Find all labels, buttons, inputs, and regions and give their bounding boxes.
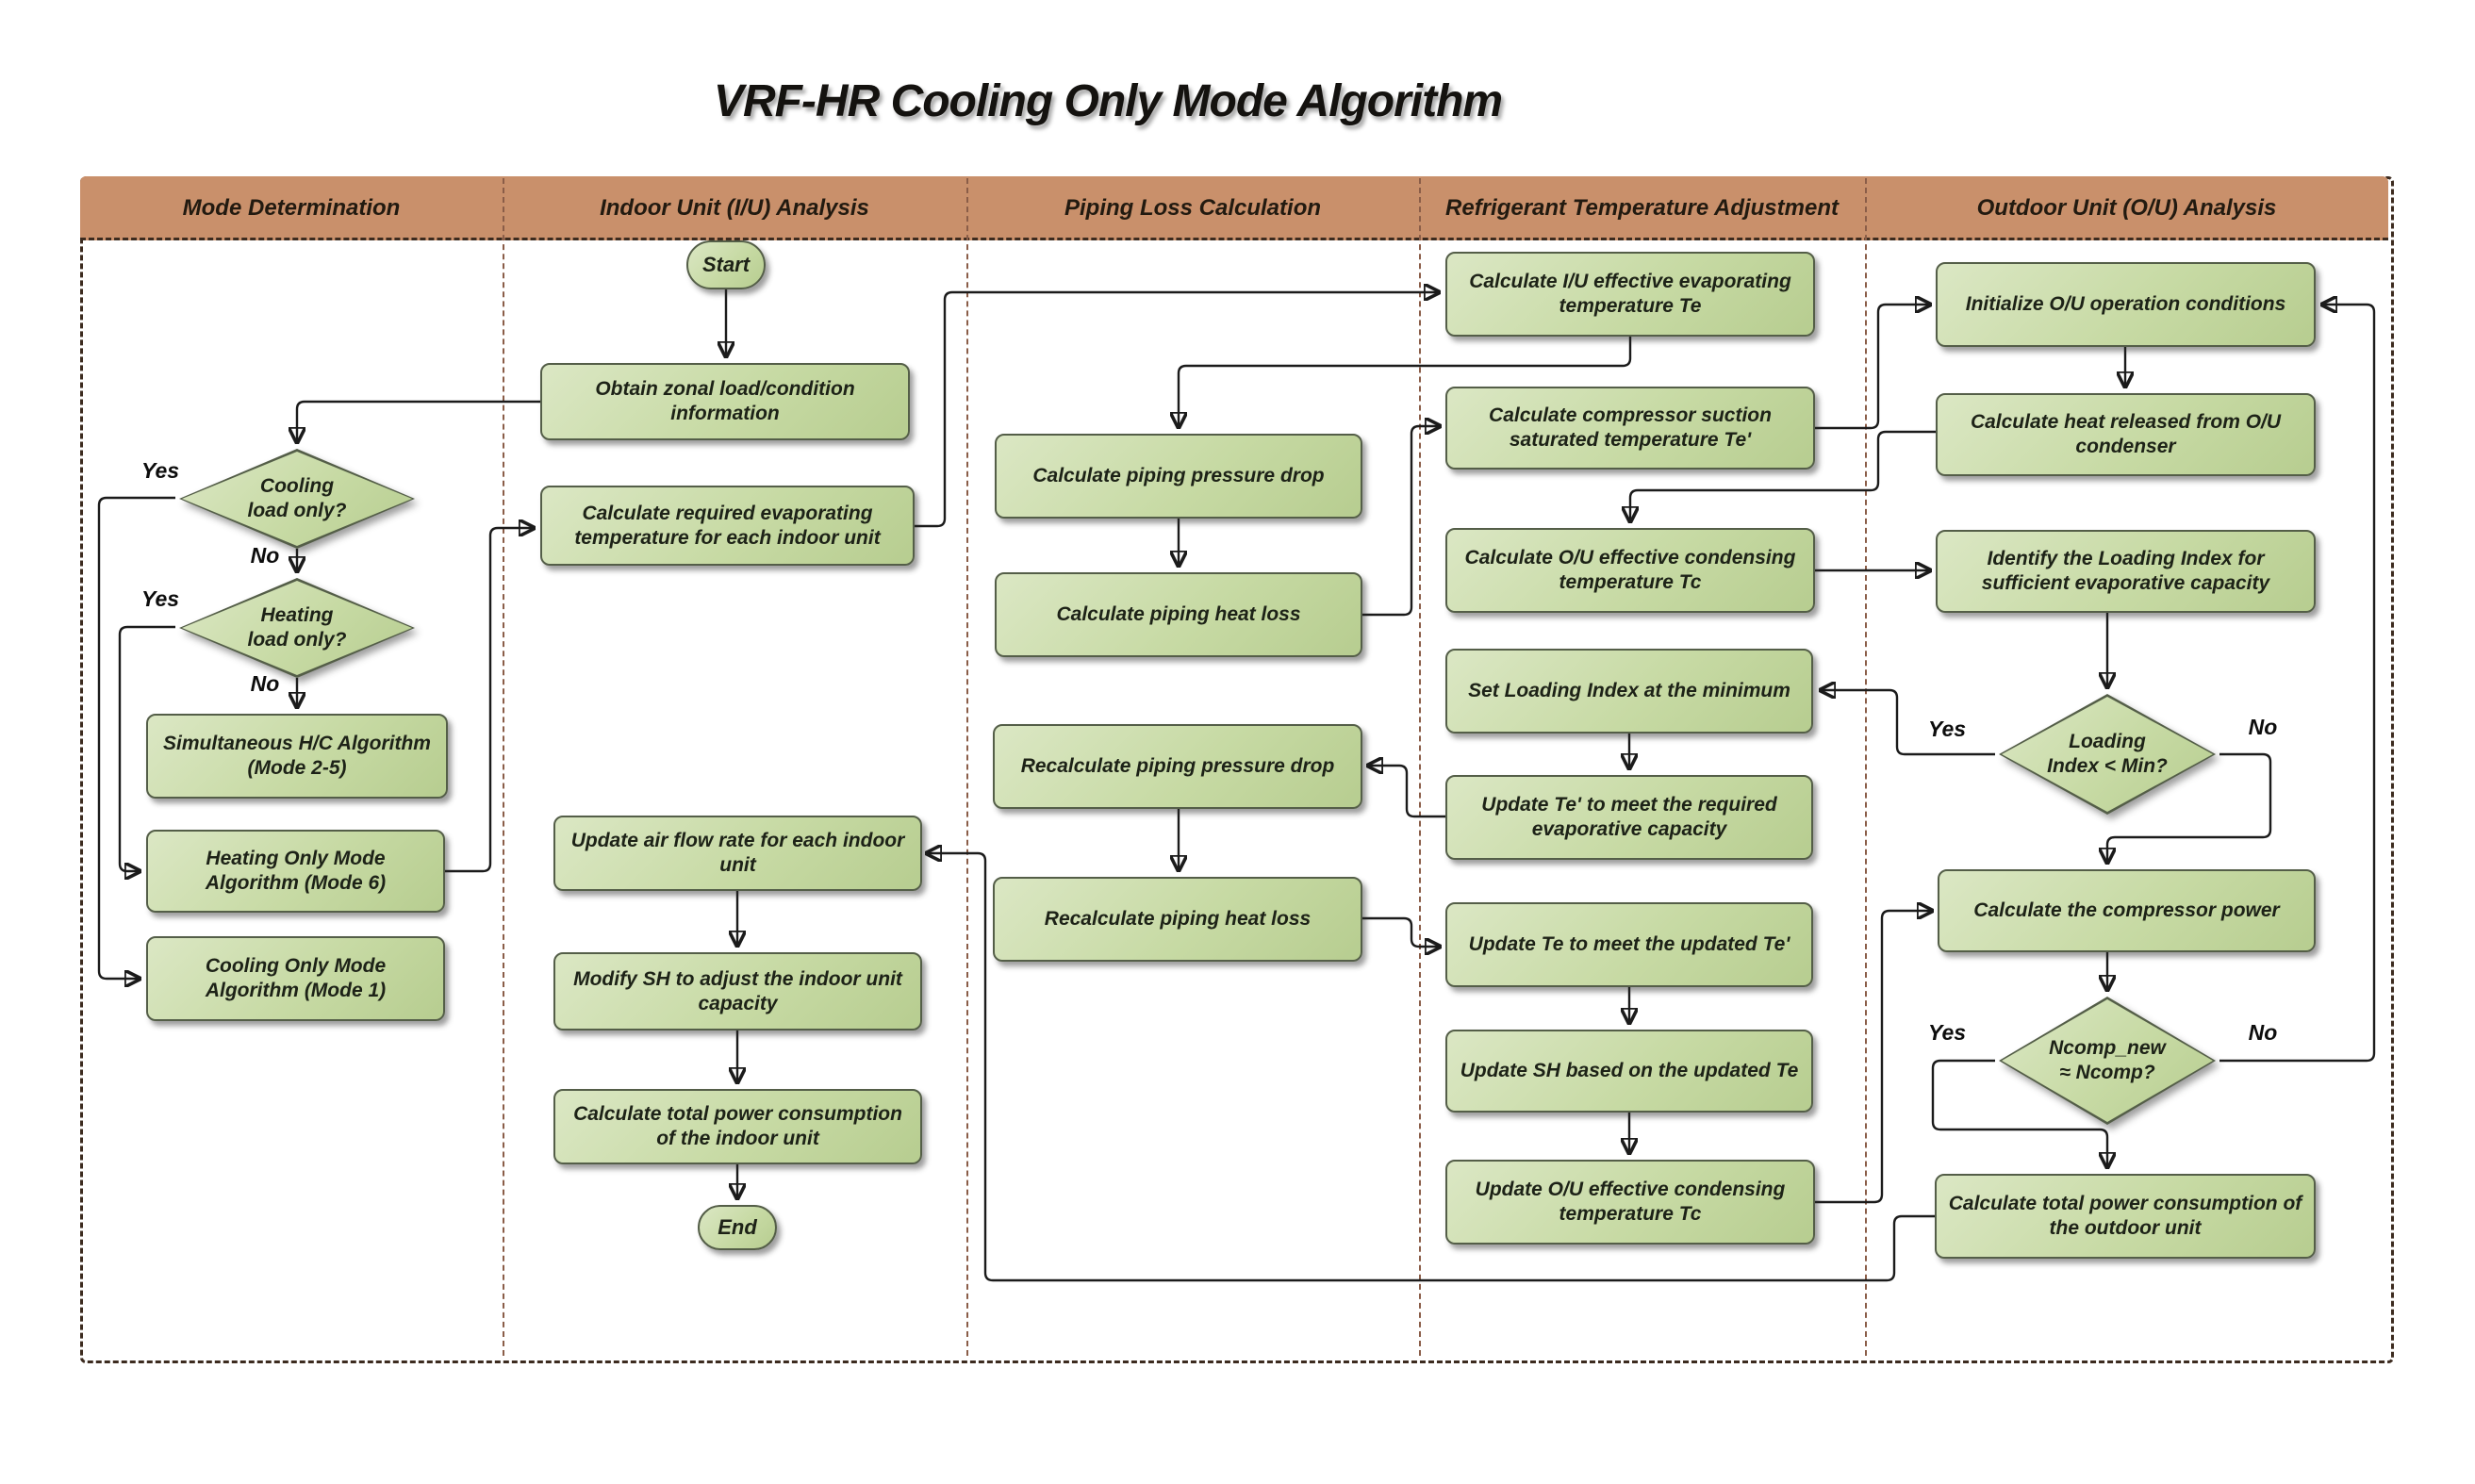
- node-end: End: [698, 1205, 777, 1250]
- node-obtain-zonal-load: Obtain zonal load/condition information: [540, 363, 910, 440]
- branch-label-loading-yes: Yes: [1927, 717, 1967, 741]
- decision-ncomp-check: Ncomp_new ≈ Ncomp?: [1999, 997, 2216, 1125]
- lane-separator-1: [503, 178, 504, 1356]
- node-cooling-only-mode-algorithm: Cooling Only Mode Algorithm (Mode 1): [146, 936, 445, 1021]
- node-calc-iu-evap-temp-te: Calculate I/U effective evaporating temp…: [1445, 252, 1815, 337]
- branch-label-ncomp-yes: Yes: [1927, 1020, 1967, 1045]
- node-calc-required-evap-temp: Calculate required evaporating temperatu…: [540, 486, 915, 566]
- node-simultaneous-hc-algorithm: Simultaneous H/C Algorithm (Mode 2-5): [146, 714, 448, 799]
- node-update-airflow: Update air flow rate for each indoor uni…: [553, 816, 922, 891]
- lane-separator-4: [1865, 178, 1867, 1356]
- node-heating-only-mode-algorithm: Heating Only Mode Algorithm (Mode 6): [146, 830, 445, 913]
- lane-header-bar: [80, 176, 2388, 240]
- branch-label-cooling-yes: Yes: [140, 458, 180, 483]
- decision-loading-index-min-label: Loading Index < Min?: [2047, 730, 2168, 777]
- decision-heating-load-only: Heating load only?: [179, 578, 415, 678]
- decision-ncomp-check-label: Ncomp_new ≈ Ncomp?: [2049, 1036, 2166, 1083]
- node-update-ou-cond-temp-tc: Update O/U effective condensing temperat…: [1445, 1160, 1815, 1245]
- node-identify-loading-index: Identify the Loading Index for sufficien…: [1936, 530, 2316, 613]
- lane-header-mode-determination: Mode Determination: [182, 195, 401, 221]
- lane-header-indoor-unit: Indoor Unit (I/U) Analysis: [600, 195, 869, 221]
- node-start: Start: [686, 240, 766, 289]
- branch-label-cooling-no: No: [250, 543, 280, 568]
- node-calc-suction-temp-te-prime: Calculate compressor suction saturated t…: [1445, 387, 1815, 470]
- node-recalc-piping-pressure-drop: Recalculate piping pressure drop: [993, 724, 1362, 809]
- node-calc-iu-total-power: Calculate total power consumption of the…: [553, 1089, 922, 1164]
- node-modify-sh: Modify SH to adjust the indoor unit capa…: [553, 952, 922, 1031]
- node-recalc-piping-heat-loss: Recalculate piping heat loss: [993, 877, 1362, 962]
- node-calc-ou-total-power: Calculate total power consumption of the…: [1935, 1174, 2316, 1259]
- lane-header-piping-loss: Piping Loss Calculation: [1064, 195, 1322, 221]
- lane-separator-3: [1419, 178, 1421, 1356]
- branch-label-heating-no: No: [250, 671, 280, 696]
- node-update-te-prime: Update Te' to meet the required evaporat…: [1445, 775, 1813, 860]
- node-calc-piping-heat-loss: Calculate piping heat loss: [995, 572, 1362, 657]
- node-calc-ou-cond-temp-tc: Calculate O/U effective condensing tempe…: [1445, 528, 1815, 613]
- lane-header-refrigerant-temp: Refrigerant Temperature Adjustment: [1445, 195, 1839, 221]
- decision-cooling-load-only-label: Cooling load only?: [247, 474, 347, 521]
- node-calc-heat-released: Calculate heat released from O/U condens…: [1936, 393, 2316, 476]
- lane-header-outdoor-unit: Outdoor Unit (O/U) Analysis: [1976, 195, 2277, 221]
- node-calc-piping-pressure-drop: Calculate piping pressure drop: [995, 434, 1362, 519]
- node-set-loading-index-min: Set Loading Index at the minimum: [1445, 649, 1813, 734]
- branch-label-heating-yes: Yes: [140, 586, 180, 611]
- node-update-sh: Update SH based on the updated Te: [1445, 1030, 1813, 1113]
- branch-label-ncomp-no: No: [2248, 1020, 2278, 1045]
- node-calc-compressor-power: Calculate the compressor power: [1938, 869, 2316, 952]
- lane-separator-2: [966, 178, 968, 1356]
- node-update-te: Update Te to meet the updated Te': [1445, 902, 1813, 987]
- decision-heating-load-only-label: Heating load only?: [247, 603, 347, 651]
- decision-loading-index-min: Loading Index < Min?: [1999, 694, 2216, 815]
- branch-label-loading-no: No: [2248, 715, 2278, 739]
- node-init-ou-conditions: Initialize O/U operation conditions: [1936, 262, 2316, 347]
- page-title: VRF-HR Cooling Only Mode Algorithm: [713, 76, 1503, 126]
- decision-cooling-load-only: Cooling load only?: [179, 449, 415, 549]
